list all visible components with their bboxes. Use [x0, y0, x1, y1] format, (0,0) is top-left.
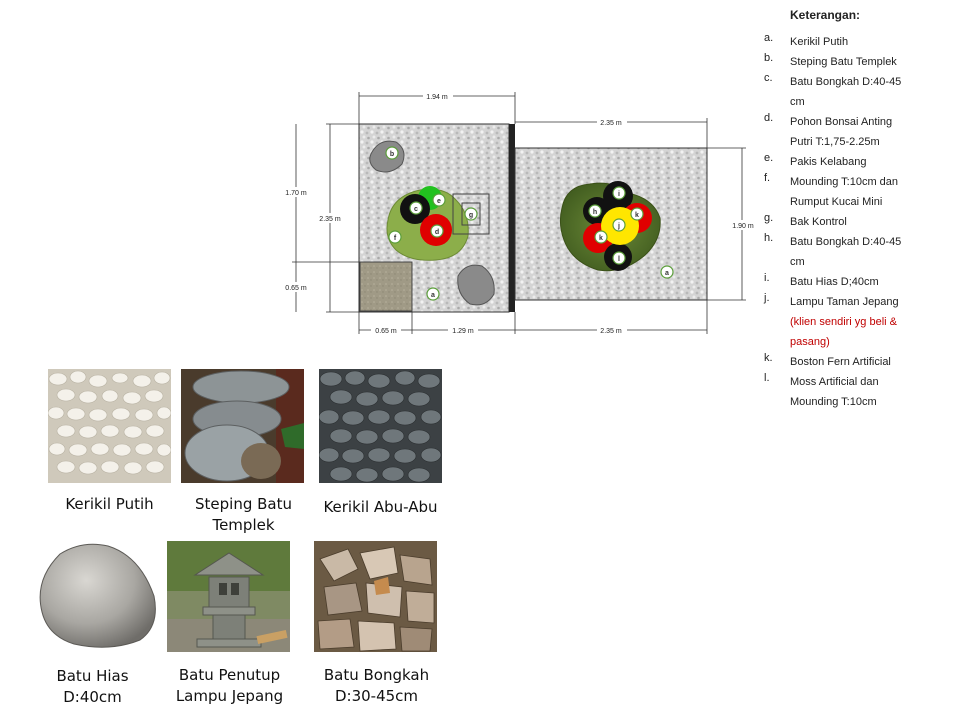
marker-e: e: [432, 193, 446, 207]
svg-text:e: e: [437, 198, 441, 205]
stepping-stone-2: [457, 264, 495, 306]
marker-b: b: [385, 146, 399, 160]
caption-white-gravel: Kerikil Putih: [65, 495, 154, 513]
dim-bottom-right: 2.35 m: [600, 328, 622, 335]
dim-bottom-mid: 1.29 m: [452, 328, 474, 335]
svg-text:d: d: [435, 229, 439, 236]
svg-text:a: a: [431, 292, 435, 299]
wall-divider: [509, 124, 515, 312]
marker-k-left: k: [594, 230, 608, 244]
marker-i: i: [612, 186, 626, 200]
marker-a-right: a: [660, 265, 674, 279]
dim-right-height: 1.90 m: [732, 223, 754, 230]
marker-c: c: [409, 201, 423, 215]
svg-text:h: h: [593, 209, 597, 216]
svg-text:i: i: [618, 191, 620, 198]
caption-stepping-stone: Steping Batu Templek: [195, 495, 292, 534]
dim-left-upper-height: 1.70 m: [285, 190, 307, 197]
right-garden-area: [514, 147, 708, 301]
marker-a-left: a: [426, 287, 440, 301]
svg-text:c: c: [414, 206, 418, 213]
caption-lantern-cover: Batu Penutup Lampu Jepang: [175, 666, 284, 705]
svg-text:a: a: [665, 270, 669, 277]
dim-top-width: 1.94 m: [426, 94, 448, 101]
control-box: [452, 193, 490, 235]
control-box-inner: [461, 202, 481, 226]
marker-l: l: [612, 251, 626, 265]
svg-text:g: g: [469, 212, 473, 219]
svg-text:j: j: [617, 223, 620, 230]
svg-text:l: l: [618, 256, 620, 263]
marker-k-right: k: [630, 207, 644, 221]
photo-boulder-rocks: [314, 541, 437, 652]
dim-right-top-width: 2.35 m: [600, 120, 622, 127]
svg-text:k: k: [599, 235, 603, 242]
dim-left-total-height: 2.35 m: [319, 216, 341, 223]
caption-grey-gravel: Kerikil Abu-Abu: [323, 498, 438, 516]
caption-boulder: Batu Bongkah D:30-45cm: [323, 666, 430, 705]
caption-decorative-rock: Batu Hias D:40cm: [56, 667, 129, 706]
dim-left-lower-height: 0.65 m: [285, 285, 307, 292]
marker-g: g: [464, 207, 478, 221]
photo-japanese-lantern: [167, 541, 290, 652]
photo-stepping-stone: [181, 369, 304, 483]
legend-item-j-text: Lampu Taman Jepang: [790, 296, 899, 308]
marker-f: f: [388, 230, 402, 244]
svg-text:k: k: [635, 212, 639, 219]
photo-white-gravel: [48, 369, 171, 483]
paving-pad: [359, 261, 413, 312]
dim-bottom-left: 0.65 m: [375, 328, 397, 335]
marker-h: h: [588, 204, 602, 218]
photo-grey-gravel: [319, 369, 442, 483]
svg-text:f: f: [394, 235, 397, 242]
photo-decorative-rock: [30, 540, 160, 650]
svg-text:b: b: [390, 151, 394, 158]
legend-item-j-note: (klien sendiri yg beli & pasang): [790, 316, 897, 348]
legend-title: Keterangan:: [790, 8, 861, 22]
marker-d: d: [430, 224, 444, 238]
marker-j: j: [612, 218, 626, 232]
